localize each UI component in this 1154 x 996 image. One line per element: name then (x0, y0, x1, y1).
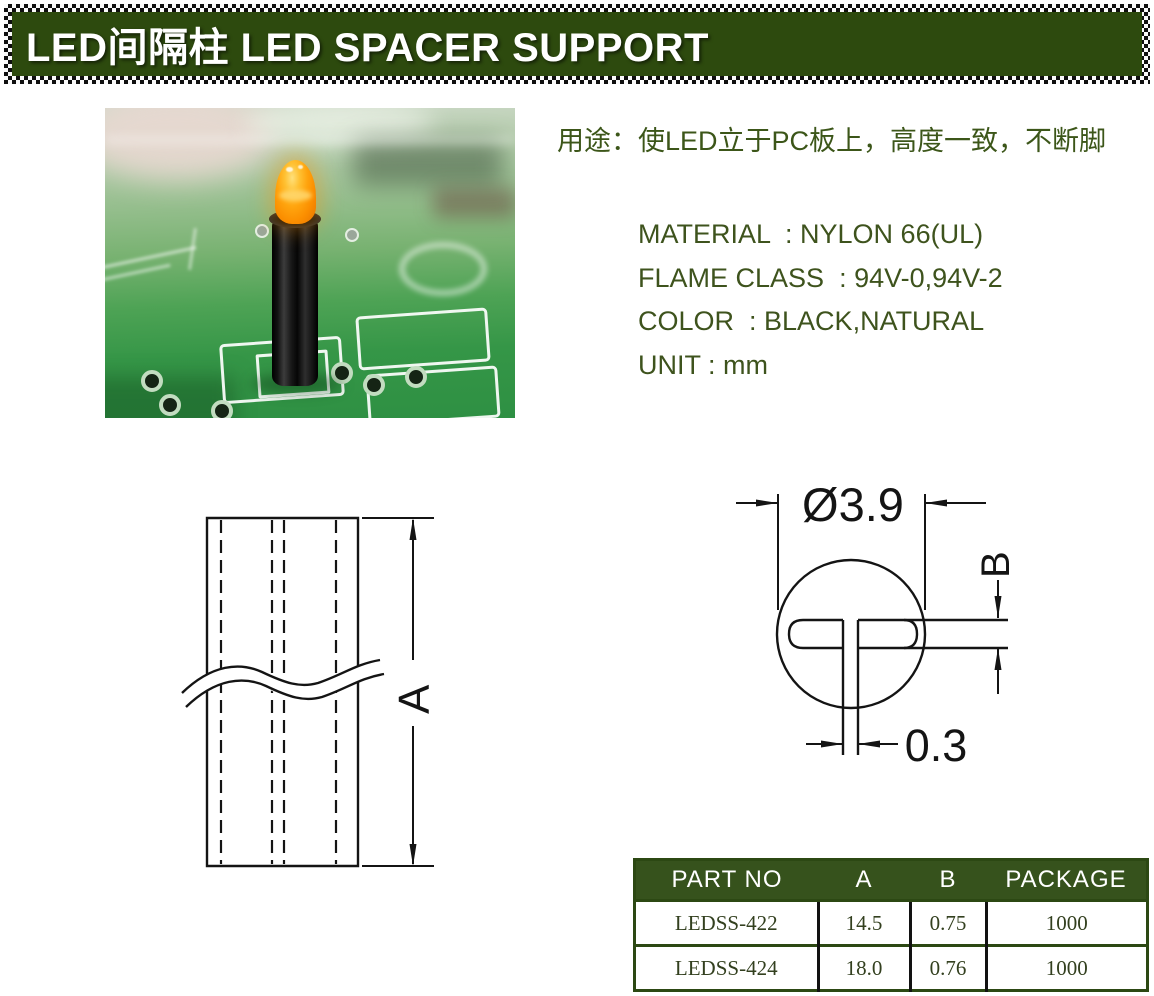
page-title: LED间隔柱 LED SPACER SUPPORT (26, 26, 709, 70)
led-reflection (279, 190, 312, 201)
dim-label-a: A (390, 684, 439, 714)
cell-b: 0.75 (908, 899, 986, 946)
side-view-drawing: A (178, 516, 439, 868)
top-view-drawing: Ø3.9 B 0.3 (736, 478, 1018, 771)
dim-arrow-right (821, 740, 843, 748)
col-header-b: B (910, 859, 986, 901)
pcb-blur-blob (245, 108, 435, 144)
cell-a: 18.0 (816, 944, 910, 991)
dim-arrow-right (756, 499, 778, 507)
cell-b: 0.76 (908, 944, 986, 991)
cell-package: 1000 (984, 899, 1148, 946)
pcb-highlight-streak (105, 136, 515, 144)
col-header-part-no: PART NO (634, 859, 818, 901)
dim-arrow-down (409, 844, 417, 866)
pcb-hole (363, 374, 385, 396)
dim-label-slot-width: 0.3 (905, 720, 968, 771)
pcb-blur-ring (399, 242, 487, 296)
cell-a: 14.5 (816, 899, 910, 946)
pcb-hole (211, 400, 233, 418)
pcb-hole (331, 362, 353, 384)
led-specular-highlight (286, 167, 293, 172)
table-row: LEDSS-422 14.5 0.75 1000 (634, 899, 1148, 946)
spec-material: MATERIAL : NYLON 66(UL) (638, 219, 984, 249)
dim-arrow-up (409, 518, 417, 540)
pcb-blur-component (433, 188, 515, 218)
cell-package: 1000 (984, 944, 1148, 991)
parts-table: PART NO A B PACKAGE LEDSS-422 14.5 0.75 … (633, 858, 1149, 992)
spec-list: MATERIAL : NYLON 66(UL) FLAME CLASS : 94… (638, 216, 1003, 390)
spec-flame-class: FLAME CLASS : 94V-0,94V-2 (638, 262, 1003, 293)
pcb-hole (141, 370, 163, 392)
col-header-a: A (818, 859, 910, 901)
col-header-package: PACKAGE (986, 859, 1148, 901)
pcb-hole (405, 366, 427, 388)
table-row: LEDSS-424 18.0 0.76 1000 (634, 944, 1148, 991)
title-banner-fill: LED间隔柱 LED SPACER SUPPORT (12, 12, 1142, 76)
cell-part-no: LEDSS-422 (634, 899, 818, 946)
dim-arrow-down (994, 596, 1002, 618)
dim-label-diameter: Ø3.9 (802, 478, 904, 531)
led-specular-highlight (298, 165, 303, 169)
product-photo (105, 108, 515, 418)
pcb-pad (255, 224, 269, 238)
dim-arrow-left (858, 740, 880, 748)
spacer-body (272, 218, 318, 386)
pcb-pad (345, 228, 359, 242)
pcb-blur-component (353, 140, 503, 186)
spec-unit: UNIT : mm (638, 349, 768, 380)
title-banner: LED间隔柱 LED SPACER SUPPORT (4, 4, 1150, 84)
dim-label-b: B (974, 551, 1018, 578)
dim-arrow-left (925, 499, 947, 507)
usage-text: 用途：使LED立于PC板上，高度一致，不断脚 (557, 126, 1107, 156)
dim-arrow-up (994, 648, 1002, 670)
pcb-hole (159, 394, 181, 416)
table-header-row: PART NO A B PACKAGE (634, 859, 1148, 901)
spec-color: COLOR : BLACK,NATURAL (638, 306, 985, 336)
cell-part-no: LEDSS-424 (634, 944, 818, 991)
